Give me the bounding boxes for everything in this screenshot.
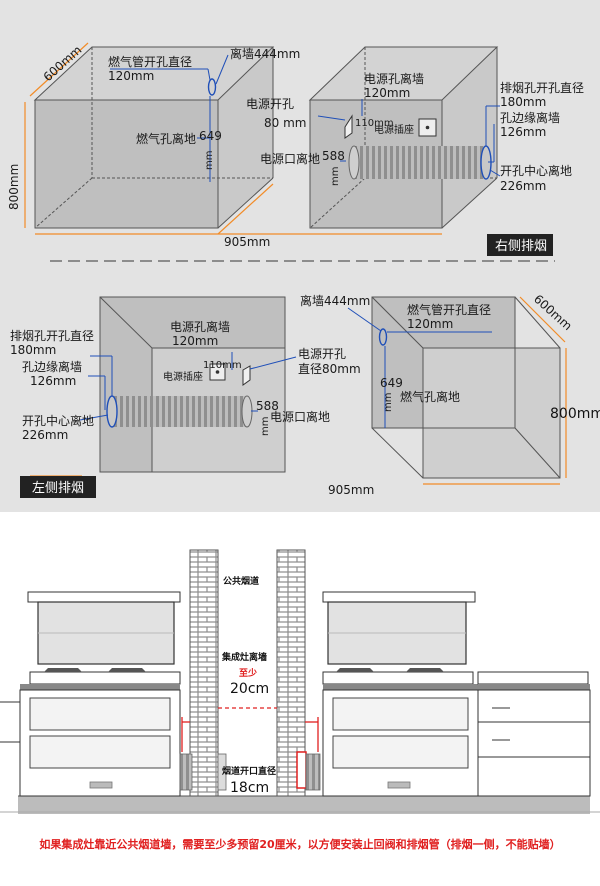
rs-gas-wall-dist: 离墙444mm <box>230 46 300 61</box>
public-flue-label: 公共烟道 <box>223 575 259 587</box>
dimension-diagram-panel: 600mm 800mm 燃气管开孔直径 120mm 离墙444mm 燃气孔离地 … <box>0 0 600 512</box>
right-exhaust-pipe <box>305 753 321 791</box>
ls-badge-text: 左侧排烟 <box>32 481 84 496</box>
ls-gas-box: 离墙444mm 燃气管开孔直径 120mm 600mm 649 mm 燃气孔离地… <box>300 292 600 485</box>
ls-gas-dia-value: 120mm <box>407 317 453 331</box>
ls-hole-110: 110mm <box>203 360 242 371</box>
rs-center-floor-title: 开孔中心离地 <box>500 163 572 178</box>
ls-flue-box: 排烟孔开孔直径 180mm 孔边缘离墙 126mm 开孔中心离地 226mm 电… <box>10 296 361 473</box>
rs-flue-dia-value: 180mm <box>500 95 546 109</box>
ls-flue-pipe <box>112 396 247 427</box>
rs-edge-wall-value: 126mm <box>500 125 546 139</box>
flue-opening-title: 烟道开口直径 <box>222 765 276 777</box>
ls-power-floor-unit: mm <box>260 417 271 436</box>
left-exhaust-pipe <box>179 753 193 791</box>
stove-wall-value: 20cm <box>230 681 269 697</box>
rs-gas-dia-title: 燃气管开孔直径 <box>108 54 192 69</box>
rs-power-floor-unit: mm <box>330 167 341 186</box>
ls-socket-label: 电源插座 <box>163 370 203 383</box>
at-least-label: 至少 <box>239 667 257 679</box>
ls-edge-wall-title: 孔边缘离墙 <box>22 359 82 374</box>
ls-gas-floor-value: 649 <box>380 376 403 390</box>
dimension-diagrams-svg: 600mm 800mm 燃气管开孔直径 120mm 离墙444mm 燃气孔离地 … <box>7 42 600 498</box>
right-integrated-stove <box>322 591 479 797</box>
rs-edge-wall-title: 孔边缘离墙 <box>500 110 560 125</box>
rs-socket-label: 电源插座 <box>374 123 414 136</box>
check-valve <box>296 751 307 789</box>
rs-power-floor-label: 电源口离地 <box>260 151 320 166</box>
rs-power-hole-title: 电源开孔 <box>246 97 294 111</box>
ls-power-floor-label: 电源口离地 <box>270 409 330 424</box>
ls-center-floor-title: 开孔中心离地 <box>22 413 94 428</box>
rs-gas-floor-label: 燃气孔离地 <box>136 131 196 146</box>
ls-power-floor-value: 588 <box>256 399 279 413</box>
installation-svg: 公共烟道 集成灶离墙 至少 20cm 烟道开口直径 18cm 如果集成灶靠近公共… <box>0 549 600 851</box>
ls-gas-wall-dist: 离墙444mm <box>300 293 370 308</box>
rs-gas-dia-value: 120mm <box>108 69 154 83</box>
right-cabinet <box>477 671 591 797</box>
rs-badge <box>487 234 553 256</box>
ls-flue-dia-title: 排烟孔开孔直径 <box>10 329 94 343</box>
ls-gas-floor-label: 燃气孔离地 <box>400 389 460 404</box>
rs-power-floor-value: 588 <box>322 149 345 163</box>
stove-wall-title: 集成灶离墙 <box>221 651 267 663</box>
ls-gas-floor-unit: mm <box>383 393 394 412</box>
ls-width-label: 905mm <box>328 483 374 497</box>
left-integrated-stove <box>0 591 181 797</box>
rs-power-wall-title: 电源孔离墙 <box>364 71 424 86</box>
rs-width-label: 905mm <box>224 235 270 249</box>
rs-badge-text: 右侧排烟 <box>495 239 547 254</box>
rs-gas-floor-unit: mm <box>204 151 215 170</box>
spacing-markers <box>181 707 319 752</box>
rs-gas-hole <box>207 78 217 96</box>
rs-power-wall-value: 120mm <box>364 86 410 100</box>
rs-gas-box: 600mm 800mm 燃气管开孔直径 120mm 离墙444mm 燃气孔离地 … <box>7 42 300 235</box>
left-flue-wall <box>189 549 219 797</box>
rs-flue-pipe <box>354 146 486 179</box>
ls-edge-wall-value: 126mm <box>30 374 76 388</box>
rs-flue-box: 电源孔离墙 120mm 电源开孔 80 mm 110mm 电源插座 电源口离地 … <box>246 46 584 229</box>
installation-illustration: 公共烟道 集成灶离墙 至少 20cm 烟道开口直径 18cm 如果集成灶靠近公共… <box>0 512 600 882</box>
ls-center-floor-value: 226mm <box>22 428 68 442</box>
ls-depth-label: 600mm <box>531 292 575 333</box>
ls-power-hole-title: 电源开孔 <box>298 347 346 361</box>
rs-power-hole <box>344 114 353 139</box>
rs-center-floor-value: 226mm <box>500 179 546 193</box>
ls-power-hole-value: 直径80mm <box>298 362 361 376</box>
ls-badge <box>20 476 96 498</box>
rs-power-hole-value: 80 mm <box>264 116 306 130</box>
rs-height-label: 800mm <box>7 164 21 210</box>
rs-hole-110: 110mm <box>355 118 394 129</box>
ls-power-wall-value: 120mm <box>172 334 218 348</box>
ls-power-hole <box>242 365 251 386</box>
rs-flue-dia-title: 排烟孔开孔直径 <box>500 81 584 95</box>
ls-gas-dia-title: 燃气管开孔直径 <box>407 302 491 317</box>
rs-gas-floor-value: 649 <box>199 129 222 143</box>
flue-opening-value: 18cm <box>230 780 269 796</box>
floor <box>18 796 590 814</box>
ls-gas-hole <box>378 328 388 346</box>
ls-flue-dia-value: 180mm <box>10 343 56 357</box>
ls-power-wall-title: 电源孔离墙 <box>170 319 230 334</box>
ls-height-label: 800mm <box>550 406 600 422</box>
installation-notice: 如果集成灶靠近公共烟道墙，需要至少多预留20厘米，以方便安装止回阀和排烟管（排烟… <box>39 837 560 851</box>
